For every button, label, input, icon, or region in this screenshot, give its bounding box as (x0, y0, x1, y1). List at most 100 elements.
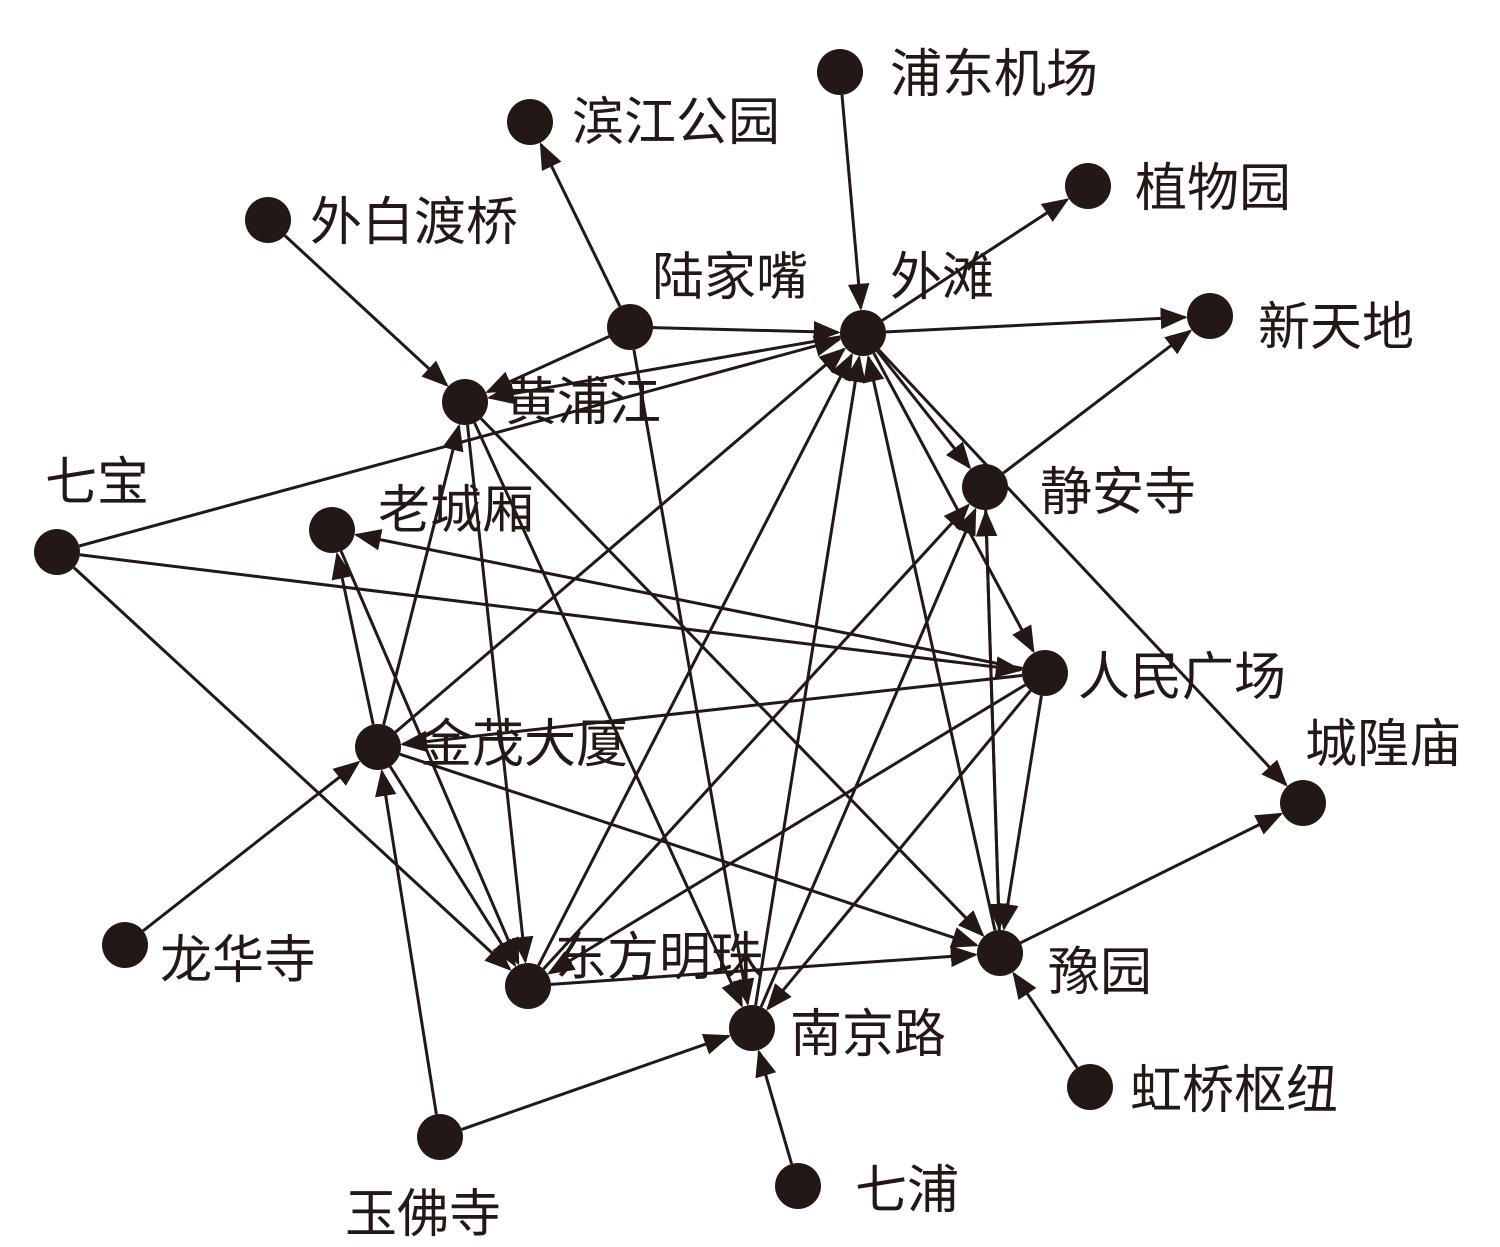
edge-layer (72, 94, 1288, 1165)
node-label: 滨江公园 (572, 93, 780, 153)
edge-peoples_square-to-jinmao_tower (400, 674, 1023, 753)
node-label: 玉佛寺 (345, 1185, 501, 1245)
node-label: 金茂大厦 (420, 715, 628, 775)
node-label: 东方明珠 (555, 928, 763, 988)
edge-nanjing_road-to-jingan_temple (759, 507, 977, 1008)
node-xintiandi: 新天地 (1187, 293, 1414, 358)
node-label: 龙华寺 (160, 931, 316, 991)
node-label: 静安寺 (1040, 463, 1196, 523)
edge-longhua_temple-to-jinmao_tower (142, 760, 361, 932)
node-dot (34, 529, 80, 575)
node-huangpu_river: 黄浦江 (442, 373, 661, 433)
edge-huangpu_river-to-yu_garden (479, 417, 985, 938)
node-qibao: 七宝 (34, 453, 149, 575)
node-dot (355, 724, 401, 770)
edge-lujiazui-to-nanjing_road (632, 349, 755, 1007)
node-dot (840, 310, 886, 356)
edge-jinmao_tower-to-yu_garden (399, 752, 979, 948)
node-label: 人民广场 (1078, 648, 1286, 708)
node-label: 陆家嘴 (652, 248, 808, 308)
node-dot (507, 99, 553, 145)
node-old_city: 老城厢 (309, 481, 534, 553)
node-pudong_airport: 浦东机场 (817, 45, 1098, 105)
edge-huangpu_river-to-oriental_pearl (466, 424, 534, 964)
edge-qibao-to-peoples_square (79, 553, 1023, 678)
node-label: 外白渡桥 (310, 193, 518, 253)
node-dot (729, 1005, 775, 1051)
node-nanjing_road: 南京路 (729, 1005, 946, 1065)
node-label: 城隍庙 (1305, 715, 1461, 775)
node-oriental_pearl: 东方明珠 (505, 928, 763, 1009)
node-dot (1022, 650, 1068, 696)
edge-bund-to-huangpu_river (486, 335, 841, 405)
edge-peoples_square-to-yu_garden (997, 695, 1043, 931)
edge-lujiazui-to-huangpu_river (485, 335, 610, 394)
node-dot (977, 930, 1023, 976)
edge-bund-to-city_god_temple (877, 348, 1288, 787)
edge-hongqiao_hub-to-yu_garden (1012, 971, 1079, 1069)
edge-bund-to-xintiandi (885, 307, 1188, 334)
node-label: 南京路 (790, 1005, 946, 1065)
node-dot (245, 197, 291, 243)
edge-pudong_airport-to-bund (840, 94, 870, 311)
edge-peoples_square-to-oriental_pearl (547, 683, 1027, 975)
edge-yu_garden-to-city_god_temple (1019, 812, 1284, 945)
edge-jingan_temple-to-xintiandi (1002, 329, 1193, 475)
node-dot (817, 49, 863, 95)
edge-old_city-to-oriental_pearl (339, 550, 520, 966)
edge-yu_garden-to-bund (863, 354, 997, 931)
node-jingan_temple: 静安寺 (962, 463, 1196, 523)
edge-bund-to-botanical_garden (881, 198, 1070, 322)
node-label: 外滩 (890, 248, 994, 308)
node-yu_garden: 豫园 (977, 930, 1152, 1003)
edge-huangpu_river-to-nanjing_road (473, 422, 743, 1008)
edge-jinmao_tower-to-oriental_pearl (388, 765, 517, 968)
edge-oriental_pearl-to-jingan_temple (542, 503, 970, 971)
edge-oriental_pearl-to-bund (537, 352, 853, 967)
edge-jinmao_tower-to-old_city (331, 551, 375, 725)
edge-peoples_square-to-old_city (353, 529, 1023, 670)
node-qipu: 七浦 (775, 1161, 959, 1221)
node-dot (607, 304, 653, 350)
node-label: 七浦 (855, 1161, 959, 1221)
node-jade_buddha_temple: 玉佛寺 (345, 1114, 501, 1245)
edge-oriental_pearl-to-yu_garden (550, 945, 978, 986)
node-dot (102, 922, 148, 968)
node-lujiazui: 陆家嘴 (607, 248, 808, 350)
node-waibaidu_bridge: 外白渡桥 (245, 193, 518, 253)
edge-lujiazui-to-binjiang_park (539, 142, 622, 307)
node-dot (1280, 780, 1326, 826)
edge-jade_buddha_temple-to-nanjing_road (461, 1034, 731, 1131)
node-label: 浦东机场 (890, 45, 1098, 105)
node-label: 老城厢 (378, 481, 534, 541)
node-binjiang_park: 滨江公园 (507, 93, 780, 153)
node-label: 虹桥枢纽 (1130, 1061, 1338, 1121)
node-dot (1187, 293, 1233, 339)
node-dot (442, 379, 488, 425)
edge-qipu-to-nanjing_road (755, 1049, 794, 1165)
node-label: 植物园 (1135, 159, 1291, 219)
edge-bund-to-jingan_temple (876, 350, 972, 470)
node-jinmao_tower: 金茂大厦 (355, 715, 628, 775)
node-dot (417, 1114, 463, 1160)
node-hongqiao_hub: 虹桥枢纽 (1067, 1061, 1338, 1121)
node-label: 黄浦江 (505, 373, 661, 433)
node-dot (775, 1163, 821, 1209)
node-dot (962, 464, 1008, 510)
node-dot (1065, 163, 1111, 209)
node-city_god_temple: 城隍庙 (1280, 715, 1461, 826)
edge-nanjing_road-to-bund (754, 355, 866, 1006)
node-label: 豫园 (1048, 943, 1152, 1003)
node-dot (309, 507, 355, 553)
node-botanical_garden: 植物园 (1065, 159, 1291, 219)
edge-bund-to-peoples_square (872, 352, 1035, 654)
node-bund: 外滩 (840, 248, 994, 356)
edge-qibao-to-oriental_pearl (72, 566, 512, 971)
edge-jinmao_tower-to-huangpu_river (382, 423, 464, 726)
edge-jade_buddha_temple-to-jinmao_tower (375, 769, 438, 1115)
edge-lujiazui-to-bund (652, 320, 841, 343)
node-dot (505, 963, 551, 1009)
node-dot (1067, 1064, 1113, 1110)
node-label: 新天地 (1258, 298, 1414, 358)
